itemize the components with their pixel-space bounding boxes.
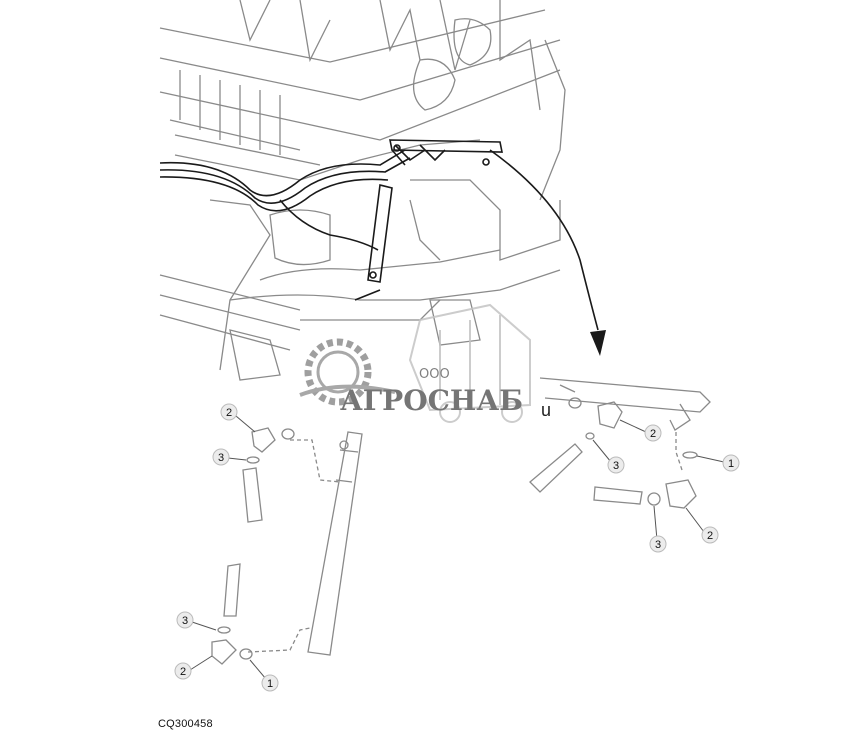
callout-leaders xyxy=(189,415,725,680)
svg-text:3: 3 xyxy=(182,615,188,627)
callout-2-right-b: 2 xyxy=(701,526,719,544)
callout-3-right-b: 3 xyxy=(649,535,667,553)
callout-2-right-a: 2 xyxy=(644,424,662,442)
svg-text:2: 2 xyxy=(650,428,656,440)
svg-text:3: 3 xyxy=(655,539,661,551)
machine-frame-sketch xyxy=(159,0,566,381)
callout-1-left-bottom: 1 xyxy=(261,674,279,692)
callout-3-right-a: 3 xyxy=(607,456,625,474)
arrow-head xyxy=(590,330,606,356)
svg-text:2: 2 xyxy=(707,530,713,542)
callout-1-right: 1 xyxy=(722,454,740,472)
callout-2-left-top: 2 xyxy=(220,403,238,421)
svg-text:1: 1 xyxy=(728,458,734,470)
watermark-name: АГРОСНАБ xyxy=(340,384,523,417)
right-fitting-assembly xyxy=(529,377,711,509)
hydraulic-cylinders xyxy=(367,139,503,283)
callout-3-left-bottom: 3 xyxy=(176,611,194,629)
marker-letter: u xyxy=(541,400,551,420)
svg-text:1: 1 xyxy=(267,678,273,690)
figure-id-label: CQ300458 xyxy=(158,718,213,730)
callout-2-left-bottom: 2 xyxy=(174,662,192,680)
svg-text:3: 3 xyxy=(218,452,224,464)
svg-text:2: 2 xyxy=(180,666,186,678)
svg-text:2: 2 xyxy=(226,407,232,419)
watermark-prefix: ООО xyxy=(419,367,450,382)
gear-logo-icon xyxy=(299,338,396,406)
hydraulic-hoses xyxy=(159,149,599,331)
svg-text:3: 3 xyxy=(613,460,619,472)
combine-harvester-icon xyxy=(408,303,531,423)
left-fitting-assembly xyxy=(211,427,363,665)
watermark: ООО АГРОСНАБ xyxy=(299,303,531,423)
callout-3-left-top: 3 xyxy=(212,448,230,466)
